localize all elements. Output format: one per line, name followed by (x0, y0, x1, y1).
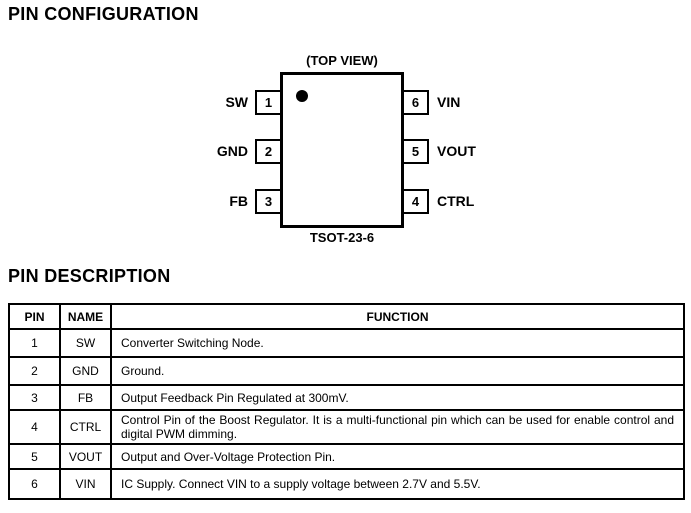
table-row: 6 VIN IC Supply. Connect VIN to a supply… (8, 468, 685, 500)
cell-pin: 6 (8, 468, 61, 500)
pin-box-5: 5 (402, 139, 429, 164)
table-row: 2 GND Ground. (8, 356, 685, 386)
cell-pin: 2 (8, 356, 61, 386)
header-cell-function: FUNCTION (110, 303, 685, 330)
cell-function: IC Supply. Connect VIN to a supply volta… (110, 468, 685, 500)
table-row: 5 VOUT Output and Over-Voltage Protectio… (8, 443, 685, 470)
pin-label-ctrl: CTRL (437, 193, 475, 209)
pin-box-6: 6 (402, 90, 429, 115)
pin-label-fb: FB (229, 193, 248, 209)
cell-function: Output and Over-Voltage Protection Pin. (110, 443, 685, 470)
package-label: TSOT-23-6 (309, 230, 375, 245)
pin-box-4: 4 (402, 189, 429, 214)
cell-pin: 1 (8, 328, 61, 358)
cell-name: VOUT (59, 443, 112, 470)
cell-function: Control Pin of the Boost Regulator. It i… (110, 409, 685, 445)
pin-box-1: 1 (255, 90, 282, 115)
cell-function: Output Feedback Pin Regulated at 300mV. (110, 384, 685, 411)
pin-box-3: 3 (255, 189, 282, 214)
cell-name: FB (59, 384, 112, 411)
table-row: 3 FB Output Feedback Pin Regulated at 30… (8, 384, 685, 411)
pin-1-marker-dot-icon (296, 90, 308, 102)
pin-label-gnd: GND (216, 143, 248, 159)
top-view-label: (TOP VIEW) (306, 53, 378, 68)
cell-pin: 3 (8, 384, 61, 411)
cell-name: VIN (59, 468, 112, 500)
cell-name: CTRL (59, 409, 112, 445)
pin-label-sw: SW (225, 94, 248, 110)
table-row: 1 SW Converter Switching Node. (8, 328, 685, 358)
cell-function: Converter Switching Node. (110, 328, 685, 358)
cell-function: Ground. (110, 356, 685, 386)
table-header-row: PIN NAME FUNCTION (8, 303, 685, 330)
pin-configuration-title: PIN CONFIGURATION (8, 4, 199, 24)
cell-pin: 4 (8, 409, 61, 445)
pin-label-vin: VIN (437, 94, 461, 110)
cell-name: GND (59, 356, 112, 386)
pin-label-vout: VOUT (437, 143, 476, 159)
cell-name: SW (59, 328, 112, 358)
pin-description-table: PIN NAME FUNCTION 1 SW Converter Switchi… (8, 303, 685, 500)
pin-box-2: 2 (255, 139, 282, 164)
table-row: 4 CTRL Control Pin of the Boost Regulato… (8, 409, 685, 445)
cell-pin: 5 (8, 443, 61, 470)
header-cell-pin: PIN (8, 303, 61, 330)
header-cell-name: NAME (59, 303, 112, 330)
pin-description-title: PIN DESCRIPTION (8, 266, 171, 286)
